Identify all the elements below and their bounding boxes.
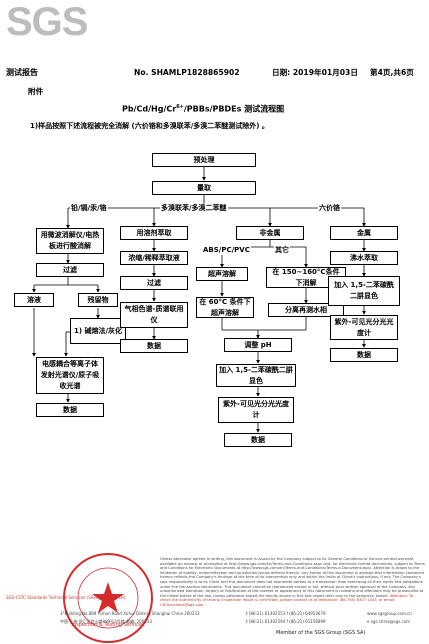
node-col4-uv: 紫外-可见光分光光度计 [330, 315, 398, 340]
branch-label-cr6: 六价铬 [318, 204, 341, 213]
footer-phone-en: t (86-21) 61402553 f (86-21) 64953679 [246, 611, 326, 616]
footer-phone-cn: t (86-21) 61402594 f (86-21) 61156899 [246, 619, 326, 624]
sgs-footer-company: SGS-CSTC Standards Technical Services (S… [6, 595, 127, 600]
node-boil-extract: 沸水萃取 [330, 251, 398, 265]
footer-address-cn: 中国·上海·徐汇区宜山路889号3号楼 邮编: 200233 [60, 619, 152, 624]
node-col1-data: 数据 [36, 403, 104, 417]
node-150-digest: 在 150~160°C条件下消解 [266, 267, 346, 288]
company-seal: Inspection & Testing Services [63, 553, 153, 643]
procedure-note: 1)样品按照下述流程被完全消解 (六价铬和多溴联苯/多溴二苯醚测试除外) 。 [30, 122, 269, 130]
report-title: 测试报告 [6, 68, 38, 77]
appendix-label: 附件 [28, 87, 44, 96]
node-alkali-fusion: 1) 碱熔法/灰化 [70, 318, 126, 344]
disclaimer-text: Unless otherwise agreed in writing, this… [160, 557, 425, 608]
node-ultrasonic: 超声溶解 [196, 267, 248, 281]
node-concentrate: 浓缩/稀释萃取液 [120, 251, 188, 265]
node-pretreatment: 预处理 [152, 153, 256, 167]
report-number: No. SHAMLP1828865902 [134, 68, 240, 77]
page-number: 第4页,共6页 [370, 68, 414, 77]
flow-title: Pb/Cd/Hg/Cr6+/PBBs/PBDEs 测试流程图 [122, 102, 284, 115]
node-gcms: 气相色谱-质谱联用仪 [120, 302, 188, 328]
node-acid-digest: 用微波消解仪/电热板进行酸消解 [36, 228, 104, 254]
report-date: 日期: 2019年01月03日 [272, 68, 358, 77]
footer-member: Member of the SGS Group (SGS SA) [276, 630, 366, 636]
disclaimer-attention: Attention: To check the authenticity of … [160, 593, 414, 607]
node-col4-diphenyl: 加入 1,5-二苯碳酰二肼显色 [328, 276, 400, 306]
node-separate-aqueous: 分离再测水相 [268, 303, 344, 317]
branch-label-lead: 铅/镉/汞/铬 [70, 204, 108, 213]
footer-address-en: 3°Building,No.889 Yishan Road Xuhui Dist… [60, 611, 200, 616]
branch-label-other: 其它 [274, 246, 290, 255]
branch-label-pbb: 多溴联苯/多溴二苯醚 [160, 204, 228, 213]
node-residue: 残留物 [78, 293, 118, 307]
sgs-logo: SGS [6, 0, 88, 44]
flow-title-main: Pb/Cd/Hg/Cr [122, 104, 177, 114]
branch-label-abs: ABS/PC/PVC [202, 246, 251, 255]
footer-email-cn: e sgs.china@sgs.com [367, 619, 411, 624]
node-nonmetal: 非金属 [236, 226, 304, 240]
node-icp: 电感耦合等离子体发射光谱仪/原子吸收光谱 [36, 357, 104, 394]
node-solution: 溶液 [14, 293, 54, 307]
node-60-ultrasonic: 在 60°C 条件下超声溶解 [196, 297, 254, 318]
node-solvent-extract: 用溶剂萃取 [120, 226, 188, 240]
footer-web-en: www.sgsgroup.com.cn [367, 611, 412, 616]
node-col3-data: 数据 [224, 433, 292, 447]
node-adjust-ph: 调整 pH [224, 338, 292, 352]
node-col3-uv: 紫外-可见光分光光度计 [218, 397, 294, 423]
disclaimer-body: Unless otherwise agreed in writing, this… [160, 557, 425, 598]
node-col1-filter: 过滤 [36, 263, 104, 277]
node-weigh: 量取 [152, 181, 256, 195]
flow-title-rest: /PBBs/PBDEs 测试流程图 [183, 104, 285, 114]
node-col2-filter: 过滤 [120, 276, 188, 290]
node-col4-data: 数据 [330, 348, 398, 362]
node-col3-diphenyl: 加入 1,5-二苯碳酰二肼显色 [216, 364, 296, 387]
node-col2-data: 数据 [120, 339, 188, 353]
node-metal: 金属 [330, 226, 398, 240]
svg-text:Inspection & Testing Services: Inspection & Testing Services [71, 622, 145, 628]
flow-title-sup: 6+ [176, 104, 184, 110]
